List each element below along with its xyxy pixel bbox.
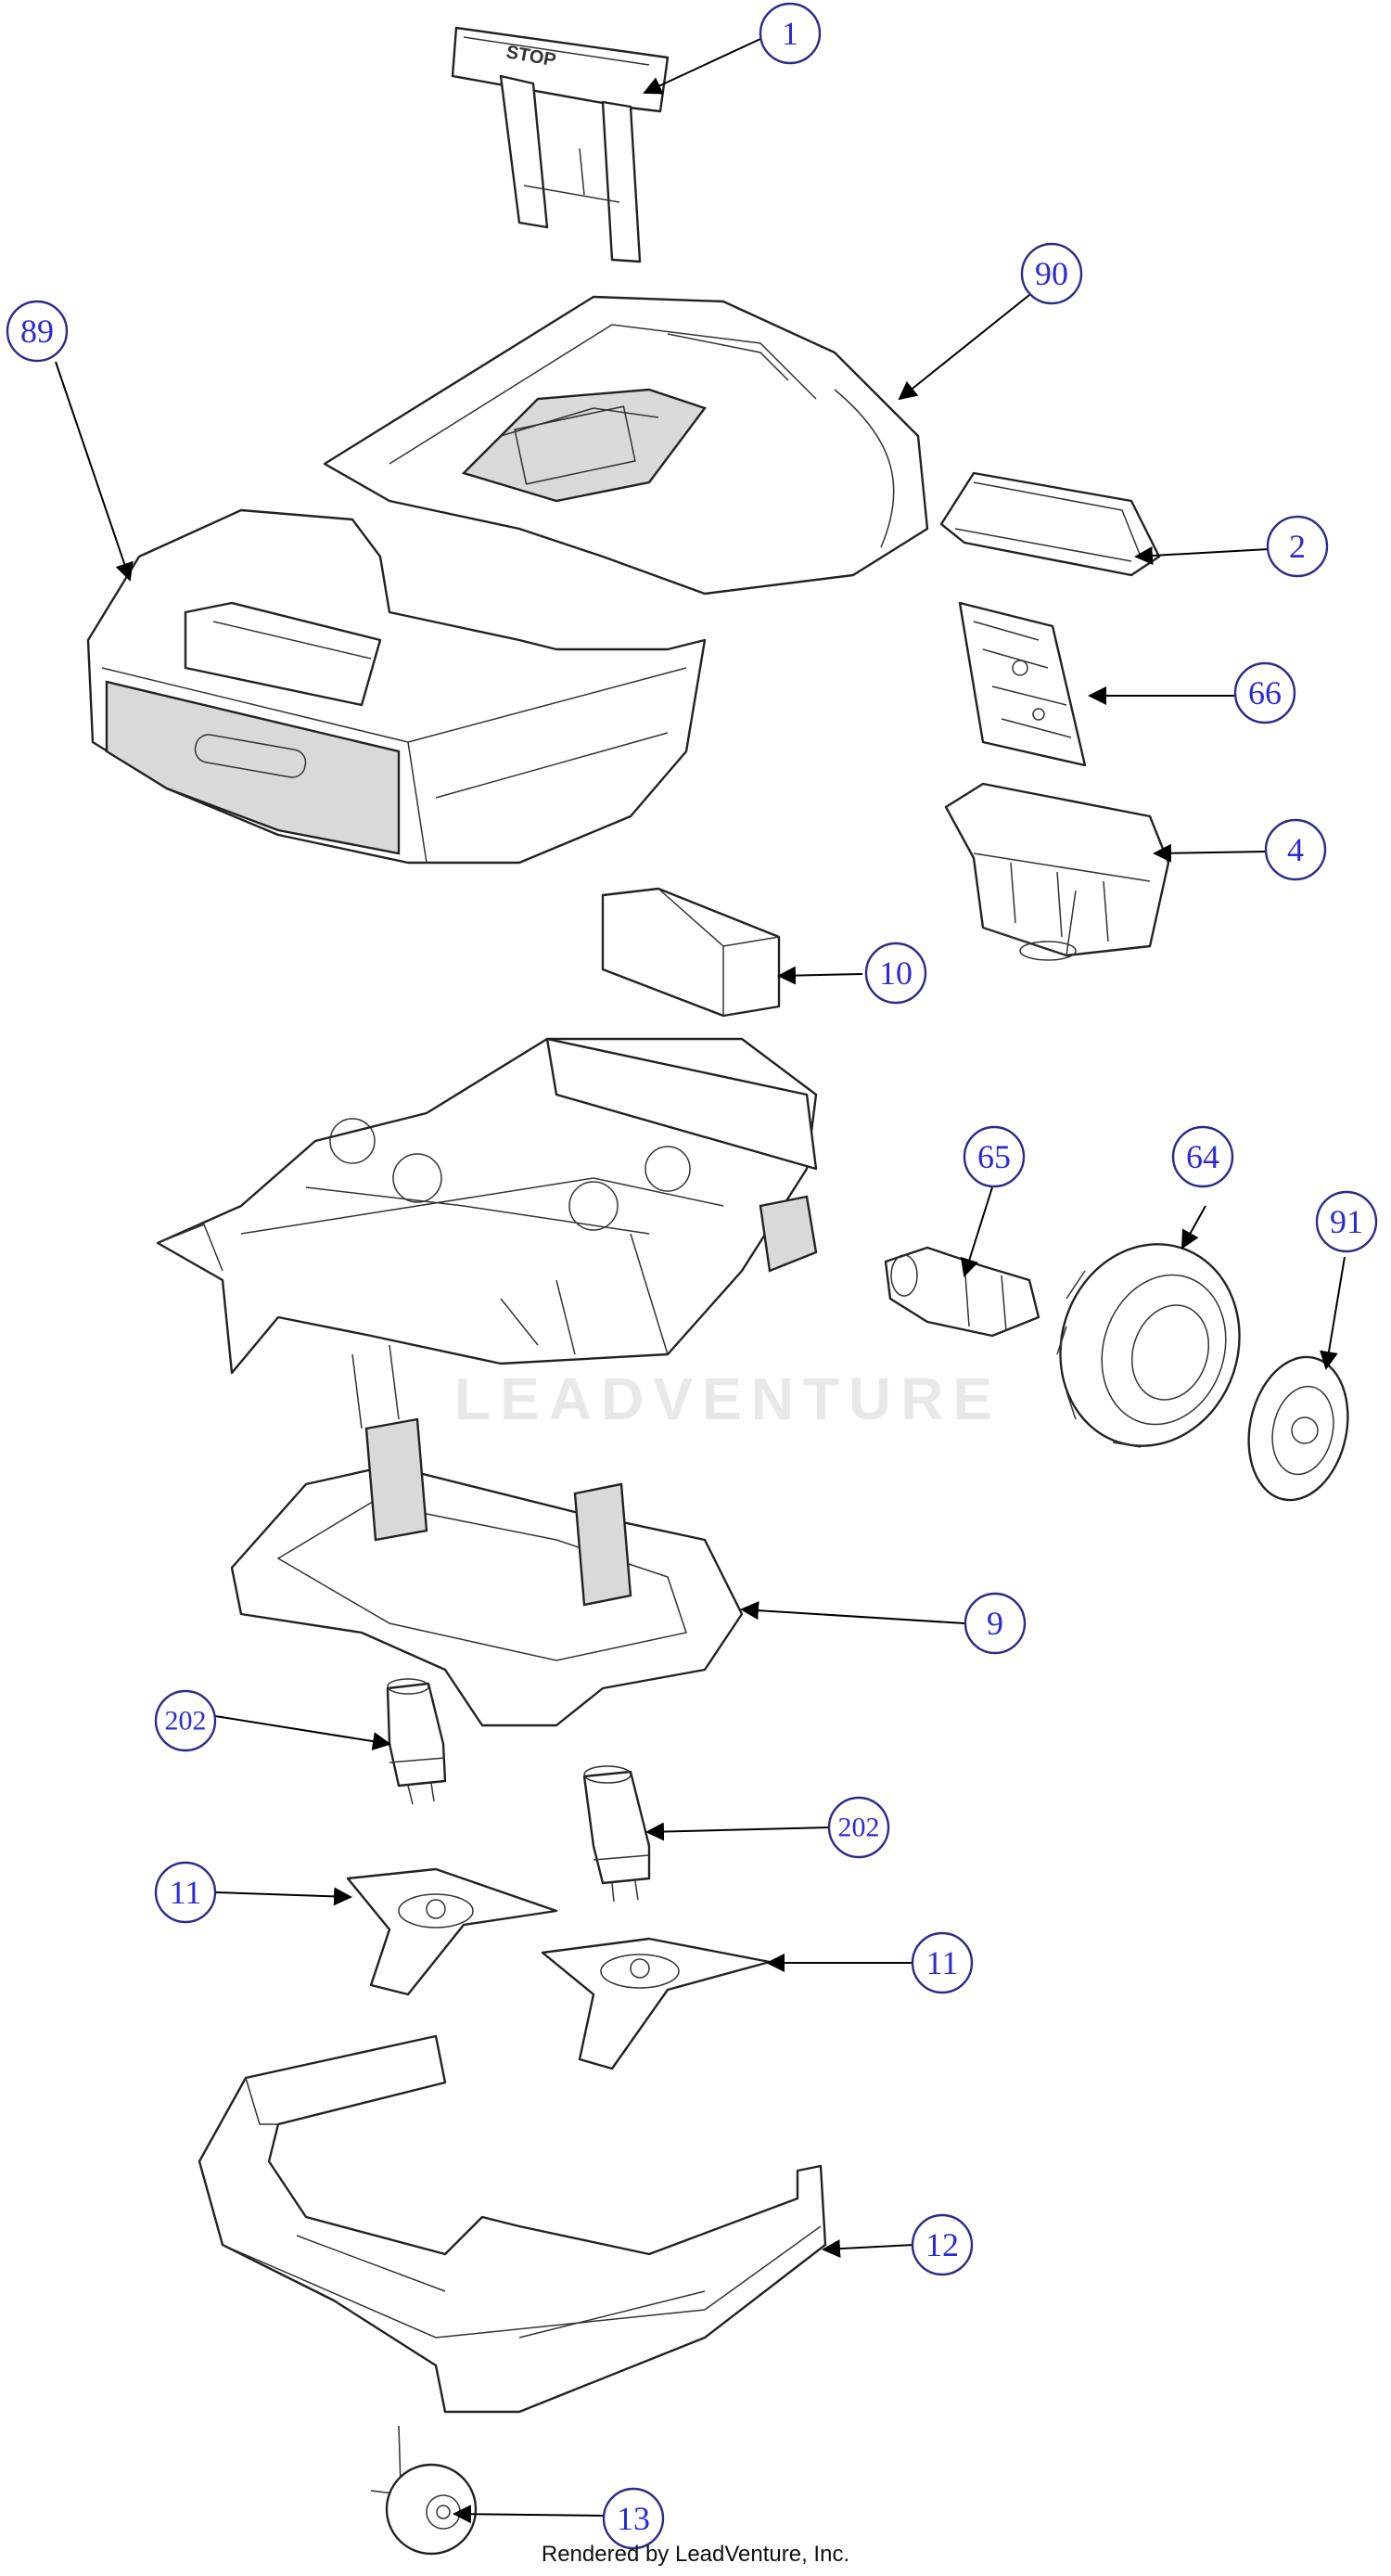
callout-12[interactable]: 12 xyxy=(911,2213,974,2276)
callout-1[interactable]: 1 xyxy=(759,2,822,65)
part-9-deck xyxy=(230,1344,744,1727)
part-64-drive-wheel xyxy=(1056,1243,1241,1448)
callout-2-label: 2 xyxy=(1289,528,1306,565)
part-1-stop-handle: STOP xyxy=(451,26,670,263)
callout-90-label: 90 xyxy=(1035,255,1068,292)
part-10-battery xyxy=(601,887,781,1018)
callout-90[interactable]: 90 xyxy=(1020,242,1083,305)
callout-11-right[interactable]: 11 xyxy=(911,1931,974,1994)
part-66-circuit-board xyxy=(958,601,1087,767)
part-91-hub-cap xyxy=(1247,1355,1349,1502)
part-11-blade-left xyxy=(346,1867,558,1996)
callout-10[interactable]: 10 xyxy=(864,942,927,1005)
callout-64-label: 64 xyxy=(1186,1138,1219,1175)
callout-66[interactable]: 66 xyxy=(1233,661,1296,724)
callout-91[interactable]: 91 xyxy=(1315,1190,1378,1253)
part-202-blade-motor-left xyxy=(386,1678,447,1805)
callout-65[interactable]: 65 xyxy=(963,1125,1026,1188)
callout-89-label: 89 xyxy=(20,313,54,350)
callout-10-label: 10 xyxy=(879,955,912,992)
callout-202-left-label: 202 xyxy=(165,1706,207,1737)
callout-13-label: 13 xyxy=(617,2500,650,2537)
callout-202-left[interactable]: 202 xyxy=(154,1689,217,1752)
callout-9-label: 9 xyxy=(987,1605,1003,1642)
callout-91-label: 91 xyxy=(1330,1203,1363,1240)
part-89-front-shell xyxy=(86,508,707,865)
callout-2[interactable]: 2 xyxy=(1266,515,1329,578)
chassis-frame xyxy=(156,1037,818,1375)
leader-lines xyxy=(55,38,1346,2524)
callout-4-label: 4 xyxy=(1287,831,1304,868)
callout-66-label: 66 xyxy=(1248,674,1282,711)
callout-4[interactable]: 4 xyxy=(1264,818,1327,881)
render-credit: Rendered by LeadVenture, Inc. xyxy=(541,2542,850,2567)
part-4-battery-housing xyxy=(944,782,1170,961)
callout-202-right[interactable]: 202 xyxy=(827,1796,890,1859)
callout-1-label: 1 xyxy=(782,15,798,52)
callout-64[interactable]: 64 xyxy=(1171,1125,1234,1188)
callout-9[interactable]: 9 xyxy=(963,1592,1027,1655)
part-13-caster-wheel xyxy=(370,2425,478,2556)
part-65-wheel-motor xyxy=(884,1246,1040,1338)
callout-11-left-label: 11 xyxy=(170,1874,202,1911)
watermark-text: LEADVENTURE xyxy=(454,1365,1002,1432)
part-12-bumper xyxy=(198,2034,827,2414)
callout-13[interactable]: 13 xyxy=(602,2487,665,2550)
part-2-display-module xyxy=(939,471,1161,577)
callout-202-right-label: 202 xyxy=(838,1813,880,1843)
callout-65-label: 65 xyxy=(977,1138,1011,1175)
callout-11-right-label: 11 xyxy=(926,1944,959,1981)
part-11-blade-right xyxy=(541,1937,772,2070)
callout-12-label: 12 xyxy=(925,2226,959,2263)
callout-11-left[interactable]: 11 xyxy=(154,1861,217,1924)
part-202-blade-motor-right xyxy=(582,1765,651,1903)
part-90-top-cover xyxy=(323,295,929,596)
callout-89[interactable]: 89 xyxy=(6,300,69,363)
